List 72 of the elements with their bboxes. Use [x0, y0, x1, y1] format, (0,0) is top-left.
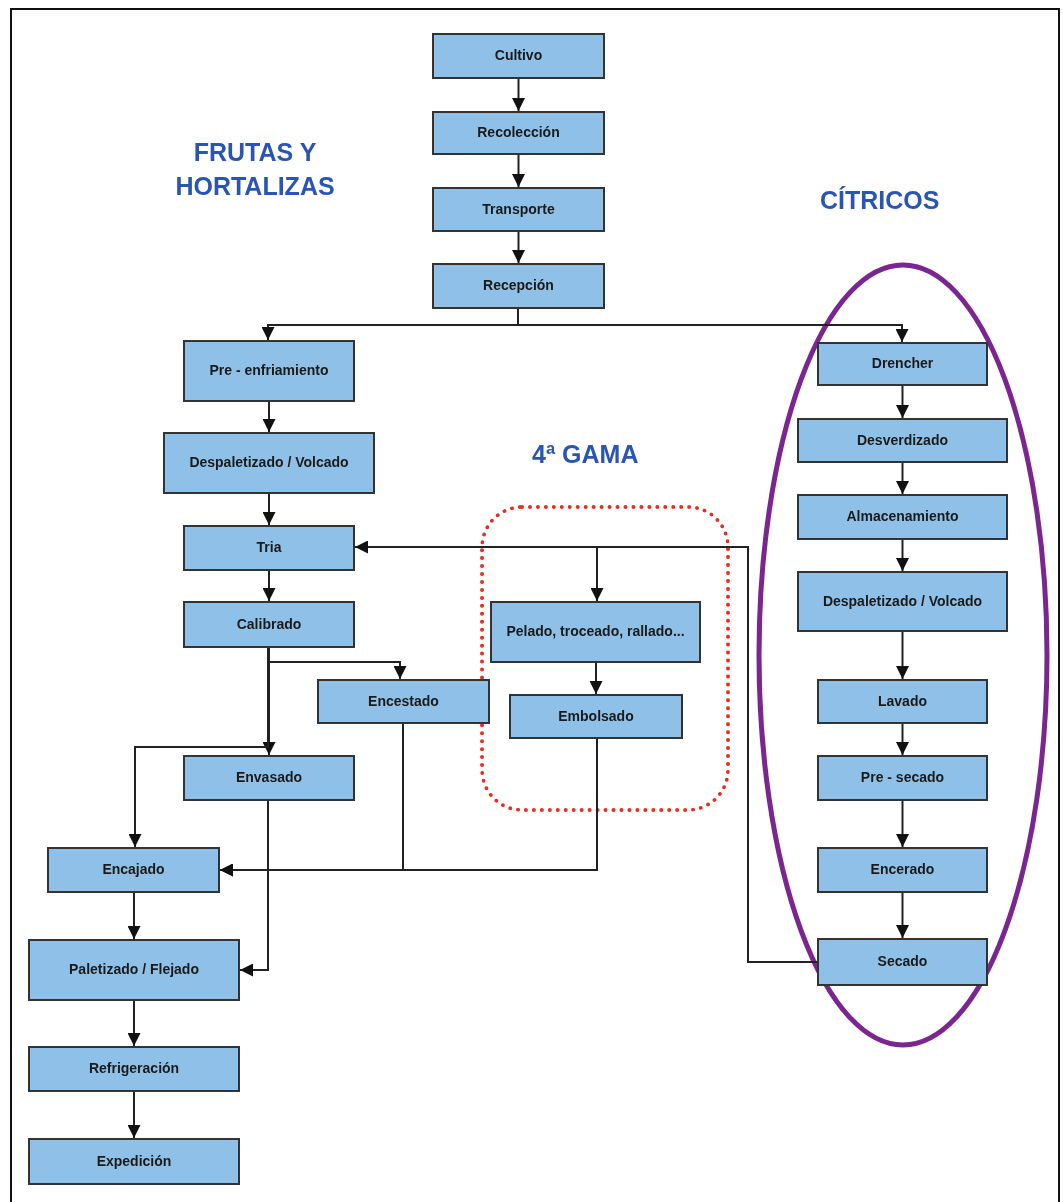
box-label: Despaletizado / Volcado	[189, 454, 349, 472]
process-box	[28, 1046, 240, 1092]
arrow	[896, 539, 909, 572]
box-label: Calibrado	[236, 615, 302, 634]
arrow	[262, 493, 276, 526]
box-label: Tria	[256, 539, 282, 557]
process-box	[817, 755, 988, 801]
process-box	[183, 601, 355, 648]
box-label: Pre - enfriamiento	[209, 362, 329, 380]
arrow	[127, 1091, 141, 1139]
group-heading: 4ª GAMA	[532, 440, 639, 469]
process-box	[432, 263, 605, 309]
box-label: Paletizado / Flejado	[69, 961, 199, 979]
process-box	[797, 418, 1008, 463]
process-box	[28, 939, 240, 1001]
arrow	[512, 78, 525, 112]
box-label: Transporte	[482, 200, 555, 219]
arrow	[896, 892, 909, 939]
arrow	[219, 738, 598, 877]
arrow	[896, 723, 909, 756]
box-label: Secado	[877, 953, 928, 971]
arrow	[589, 662, 603, 695]
process-box	[183, 340, 355, 402]
process-box	[432, 187, 605, 232]
group-heading: CÍTRICOS	[820, 186, 940, 215]
process-box	[28, 1138, 240, 1185]
box-label: Encajado	[102, 861, 165, 879]
box-label: Despaletizado / Volcado	[822, 592, 983, 611]
box-label: Expedición	[96, 1152, 172, 1171]
box-label: Pelado, troceado, rallado...	[506, 623, 685, 641]
process-box	[797, 494, 1008, 540]
process-box	[432, 111, 605, 155]
box-label: Cultivo	[494, 47, 543, 65]
arrow	[896, 462, 909, 495]
box-label: Refrigeración	[88, 1060, 180, 1078]
process-box	[47, 847, 220, 893]
process-box	[817, 938, 988, 986]
process-box	[490, 601, 701, 663]
box-label: Encestado	[368, 692, 439, 711]
section-heading: FRUTAS Y HORTALIZAS	[174, 137, 336, 202]
arrow	[262, 401, 276, 433]
process-box	[317, 679, 490, 724]
arrow	[512, 154, 525, 188]
arrow	[512, 231, 525, 264]
process-box	[183, 755, 355, 801]
process-box	[509, 694, 683, 739]
arrow	[128, 647, 269, 848]
box-label: Almacenamiento	[846, 508, 959, 526]
process-box	[817, 679, 988, 724]
box-label: Recolección	[477, 124, 560, 142]
arrow	[896, 631, 909, 680]
box-label: Desverdizado	[856, 431, 948, 450]
arrow	[896, 800, 909, 848]
box-label: Envasado	[235, 769, 303, 787]
process-box	[817, 342, 988, 386]
box-label: Encerado	[870, 861, 935, 879]
arrow	[127, 892, 141, 940]
process-box	[432, 33, 605, 79]
arrow	[262, 570, 276, 602]
box-label: Embolsado	[558, 707, 634, 726]
process-box	[183, 525, 355, 571]
box-label: Pre - secado	[860, 769, 945, 787]
box-label: Recepción	[483, 277, 554, 295]
arrow	[127, 1000, 141, 1047]
box-label: Drencher	[871, 355, 934, 373]
process-box	[817, 847, 988, 893]
arrow	[239, 800, 269, 977]
box-label: Lavado	[878, 692, 927, 711]
arrow	[262, 647, 276, 756]
process-box	[163, 432, 375, 494]
arrow	[896, 385, 909, 419]
process-box	[797, 571, 1008, 632]
